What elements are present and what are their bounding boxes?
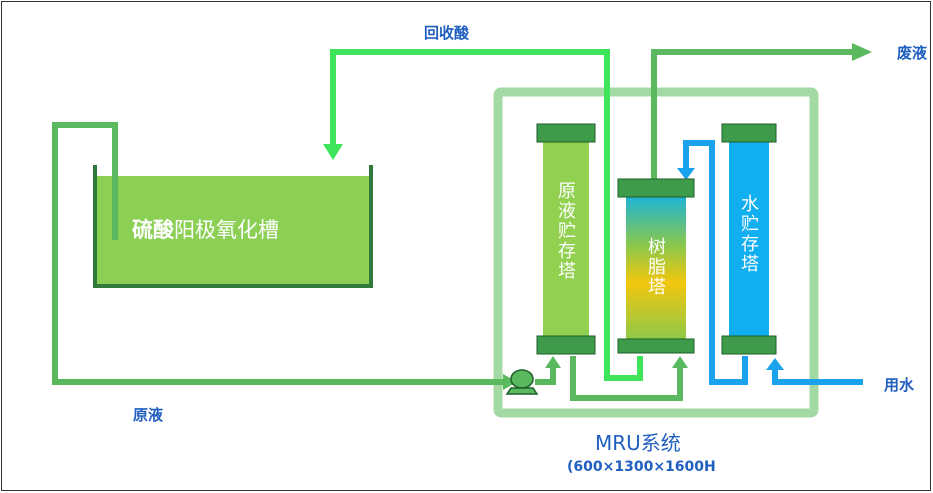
raw-liquid-arrow [503,374,517,390]
anodizing-tank [93,165,373,288]
water-supply-arrow [766,358,784,370]
recovered-acid-pipe [330,49,643,381]
water-to-resin-arrow [677,168,695,180]
resin-tower [617,178,695,354]
waste-liquid-arrow [852,43,872,61]
raw-liquid-label: 原液 [133,406,164,424]
system-dimensions-label: (600×1300×1600H [567,459,716,475]
raw-storage-tower [536,123,596,355]
pump-outlet-pipe [535,366,556,385]
tank-title-bold: 硫酸 [132,218,174,242]
tank-title-rest: 阳极氧化槽 [174,218,279,242]
raw-to-resin-pipe [570,356,683,401]
tank-title: 硫酸阳极氧化槽 [132,214,279,244]
pump-icon [505,369,539,395]
resin-tower-label: 树脂塔 [648,237,666,298]
recovered-acid-arrow [323,144,343,160]
raw-to-resin-arrow [672,356,688,368]
system-name-label: MRU系统 [595,431,681,455]
water-storage-tower [721,123,777,355]
water-to-resin-pipe [683,140,748,385]
water-storage-tower-label: 水贮存塔 [741,194,759,275]
recovered-acid-label: 回收酸 [424,24,470,42]
waste-liquid-pipe [651,49,856,180]
raw-storage-tower-label: 原液贮存塔 [558,181,576,282]
pump-outlet-arrow [545,356,561,368]
waste-liquid-label: 废液 [897,44,928,62]
water-supply-pipe [772,368,863,385]
raw-liquid-pipe [52,122,505,385]
water-use-label: 用水 [884,376,915,394]
